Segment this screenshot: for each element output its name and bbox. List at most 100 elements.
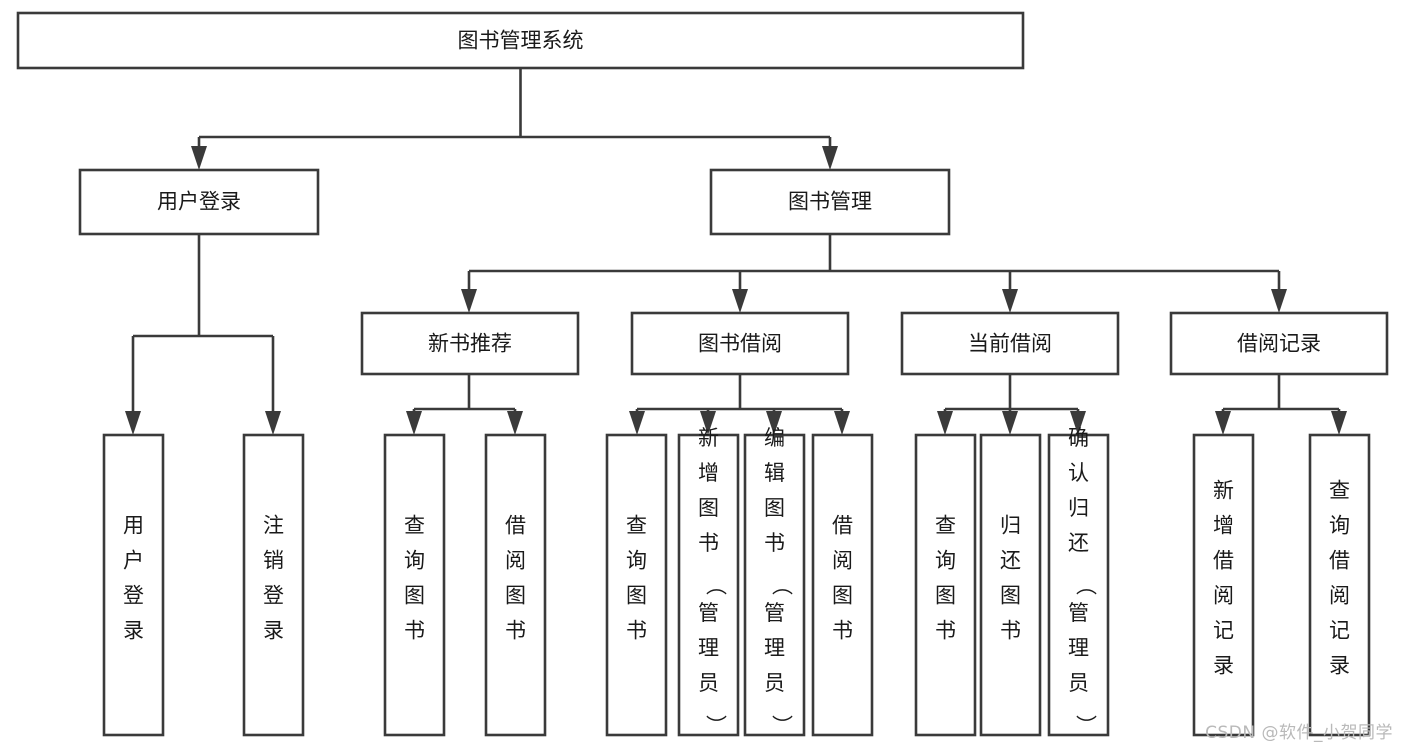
leaf-label-char: （: [704, 575, 728, 596]
leaf-label-char: 销: [263, 549, 284, 573]
leaf-label-char: 图: [626, 584, 647, 608]
leaf-label-char: 用: [123, 514, 144, 538]
node-book-manage[interactable]: 图书管理: [709, 168, 951, 236]
arrow-head-user-login: [191, 146, 207, 170]
connector-group-current-borrow: [937, 374, 1086, 435]
node-borrow-record-box[interactable]: [1169, 311, 1389, 376]
leaf-label-char: 登: [123, 584, 144, 608]
leaf-label-char: 书: [764, 531, 785, 555]
leaf-label-char: 管: [764, 601, 785, 625]
leaf-label-char: 记: [1213, 619, 1234, 643]
leaf-box[interactable]: [605, 433, 668, 737]
leaf-box[interactable]: [242, 433, 305, 737]
leaf-box[interactable]: [1308, 433, 1371, 737]
leaf-node[interactable]: 用户登录: [102, 433, 165, 737]
node-new-book-rec[interactable]: 新书推荐: [360, 311, 580, 376]
arrow-head-borrow-record: [1271, 289, 1287, 313]
leaf-label-char: ）: [1074, 715, 1098, 736]
leaf-label-char: 录: [263, 619, 284, 643]
leaf-label-char: 录: [123, 619, 144, 643]
node-new-book-rec-box[interactable]: [360, 311, 580, 376]
leaf-label-char: 阅: [505, 549, 526, 573]
node-root[interactable]: 图书管理系统: [16, 11, 1025, 70]
leaf-label-char: 查: [935, 514, 956, 538]
arrow-head-leaf-bb-1: [629, 411, 645, 435]
node-borrow-record[interactable]: 借阅记录: [1169, 311, 1389, 376]
leaf-label-char: 借: [1329, 549, 1350, 573]
node-root-label: 图书管理系统: [458, 29, 584, 53]
node-root-box[interactable]: [16, 11, 1025, 70]
node-book-manage-label: 图书管理: [788, 190, 872, 214]
leaf-box[interactable]: [102, 433, 165, 737]
leaf-label-char: 注: [263, 514, 284, 538]
leaf-label-char: 书: [505, 619, 526, 643]
leaf-label-char: 查: [404, 514, 425, 538]
leaf-box[interactable]: [914, 433, 977, 737]
leaf-box[interactable]: [743, 433, 806, 737]
arrow-head-current-borrow: [1002, 289, 1018, 313]
leaf-label-char: 登: [263, 584, 284, 608]
node-user-login-box[interactable]: [78, 168, 320, 236]
csdn-watermark: CSDN @软件_小贺同学: [1205, 723, 1393, 743]
leaf-label-char: 图: [505, 584, 526, 608]
leaf-label-char: 图: [935, 584, 956, 608]
leaf-label-char: 书: [1000, 619, 1021, 643]
leaf-label-char: 书: [832, 619, 853, 643]
arrow-head-leaf-cb-2: [1002, 411, 1018, 435]
leaf-label-char: （: [770, 575, 794, 596]
connector-group-new-book-rec: [406, 374, 523, 435]
arrow-head-leaf-bb-2: [700, 411, 716, 435]
arrow-head-new-book-rec: [461, 289, 477, 313]
node-user-login[interactable]: 用户登录: [78, 168, 320, 236]
leaf-box[interactable]: [979, 433, 1042, 737]
leaf-label-char: 书: [404, 619, 425, 643]
leaf-box[interactable]: [1047, 433, 1110, 737]
leaf-box[interactable]: [484, 433, 547, 737]
leaf-box[interactable]: [811, 433, 874, 737]
node-book-borrow-box[interactable]: [630, 311, 850, 376]
leaf-box[interactable]: [677, 433, 740, 737]
node-book-borrow[interactable]: 图书借阅: [630, 311, 850, 376]
node-current-borrow-label: 当前借阅: [968, 332, 1052, 356]
leaf-label-char: 借: [1213, 549, 1234, 573]
leaf-label-char: 阅: [1213, 584, 1234, 608]
leaf-label-char: 增: [1213, 514, 1234, 538]
leaf-label-char: 借: [832, 514, 853, 538]
leaf-label-char: 还: [1068, 531, 1089, 555]
arrow-head-leaf-br-1: [1215, 411, 1231, 435]
leaf-label-char: 询: [626, 549, 647, 573]
leaf-label-char: 理: [698, 636, 719, 660]
arrow-head-leaf-cb-3: [1070, 411, 1086, 435]
arrow-head-leaf-user-login-2: [265, 411, 281, 435]
arrow-head-book-manage: [822, 146, 838, 170]
node-book-borrow-label: 图书借阅: [698, 332, 782, 356]
leaf-box[interactable]: [383, 433, 446, 737]
node-current-borrow-box[interactable]: [900, 311, 1120, 376]
leaf-label-char: 辑: [764, 461, 785, 485]
node-book-manage-box[interactable]: [709, 168, 951, 236]
connector-group-book-manage: [461, 233, 1287, 313]
arrow-head-leaf-bb-3: [766, 411, 782, 435]
leaf-box[interactable]: [1192, 433, 1255, 737]
node-current-borrow[interactable]: 当前借阅: [900, 311, 1120, 376]
leaf-label-char: 图: [404, 584, 425, 608]
leaf-label-char: 员: [698, 671, 719, 695]
leaf-label-char: ）: [704, 715, 728, 736]
